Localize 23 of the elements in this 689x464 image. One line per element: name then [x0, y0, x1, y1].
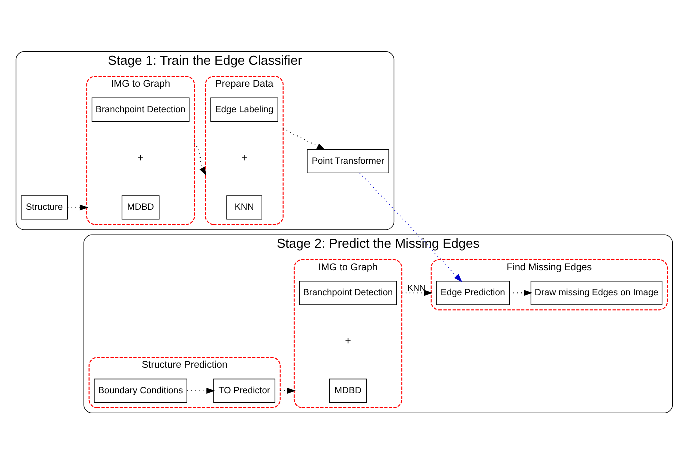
arrow: [283, 128, 326, 150]
arrow: [510, 290, 533, 296]
arrow: [402, 290, 433, 296]
arrow: [194, 142, 206, 176]
node-box: Structure: [21, 195, 68, 220]
node-box: Branchpoint Detection: [299, 280, 398, 305]
node-box: Edge Prediction: [436, 280, 510, 305]
arrow: [187, 387, 216, 394]
edge-label: KNN: [408, 282, 426, 292]
node-box: Branchpoint Detection: [92, 97, 190, 122]
label: +: [138, 152, 144, 164]
label: +: [241, 152, 248, 164]
node-box: Point Transformer: [307, 148, 390, 173]
node-box: Edge Labeling: [210, 97, 278, 122]
node-box: MDBD: [329, 378, 368, 403]
node-box: MDBD: [122, 195, 160, 220]
arrow: [68, 204, 89, 210]
node-box: Draw missing Edges on Image: [530, 280, 663, 305]
arrow: [360, 172, 463, 282]
node-box: TO Predictor: [214, 378, 276, 403]
node-box: KNN: [226, 195, 262, 220]
node-box: Boundary Conditions: [94, 378, 188, 403]
label: +: [345, 336, 352, 348]
